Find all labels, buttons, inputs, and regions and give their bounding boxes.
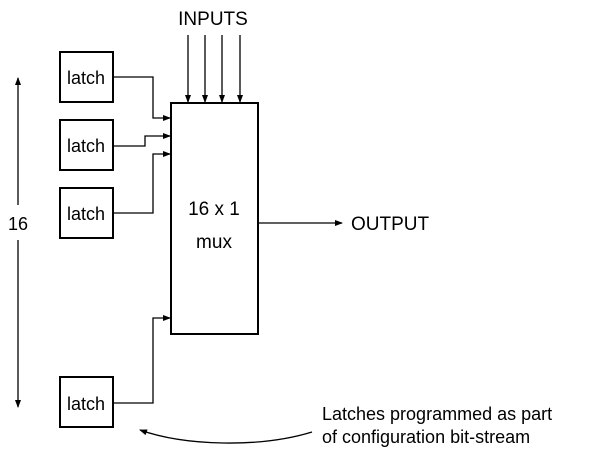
latch-label: latch (67, 204, 105, 224)
latch-4-wire (113, 315, 171, 404)
latch-2: latch (59, 119, 114, 171)
latch-4: latch (59, 376, 114, 428)
output-label: OUTPUT (351, 214, 430, 235)
mux-block (170, 102, 259, 335)
inputs-label: INPUTS (178, 9, 248, 30)
latch-label: latch (67, 68, 105, 88)
mux-label-size: 16 x 1 (188, 199, 240, 220)
latch-1: latch (59, 51, 114, 103)
latch-1-wire (113, 76, 171, 121)
latch-3-wire (113, 151, 171, 214)
note-line-2: of configuration bit-stream (322, 427, 530, 447)
latch-label: latch (67, 394, 105, 414)
note-line-1: Latches programmed as part (322, 404, 552, 424)
latch-3: latch (59, 187, 114, 239)
latch-count-label: 16 (8, 214, 28, 234)
note-pointer-arrow (139, 429, 313, 444)
latch-label: latch (67, 136, 105, 156)
latch-2-wire (113, 133, 171, 147)
mux-label-name: mux (196, 232, 232, 253)
